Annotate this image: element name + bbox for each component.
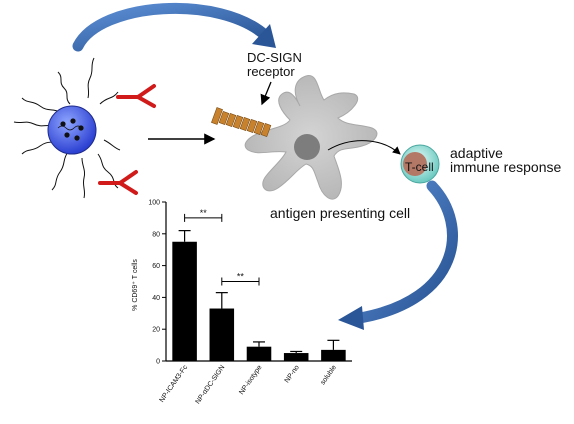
nanoparticle-core: [47, 105, 97, 155]
x-tick-label: soluble: [320, 364, 339, 386]
y-tick-label: 0: [156, 359, 160, 366]
cell-nucleus: [294, 134, 320, 160]
antigen-presenting-cell: [244, 75, 378, 200]
adaptive-label-line1: adaptive: [450, 145, 503, 161]
y-tick-label: 60: [152, 263, 160, 270]
bar-1: [209, 308, 235, 361]
top-curved-arrow: [72, 2, 276, 52]
cd69-bar-chart: % CD69⁺ T cells 0 20 40 60 80 100 ** ** NP-ICA…: [132, 200, 352, 406]
y-tick-label: 20: [152, 327, 160, 334]
receptor-pointer-arrow: [260, 81, 272, 106]
y-axis-label: % CD69⁺ T cells: [132, 259, 139, 311]
bar-0: [172, 241, 197, 361]
x-tick-label: NP-isotype: [238, 364, 263, 396]
bar-4: [321, 349, 346, 361]
apc-label: antigen presenting cell: [270, 205, 410, 221]
bar-2: [246, 346, 272, 361]
presentation-arrow: [327, 140, 401, 155]
receptor-label-line2: receptor: [247, 64, 295, 79]
t-cell: T-cell: [400, 144, 440, 184]
adaptive-label-line2: immune response: [450, 159, 561, 175]
bars: [172, 241, 346, 361]
significance-label: **: [237, 272, 245, 282]
receptor-label-line1: DC-SIGN: [247, 50, 302, 65]
error-bars: [178, 230, 340, 354]
tcell-label: T-cell: [405, 160, 434, 174]
antibody-icon-bottom: [98, 170, 138, 195]
y-tick-label: 80: [152, 231, 160, 238]
significance-label: **: [200, 208, 208, 218]
y-ticks: 0 20 40 60 80 100: [148, 200, 166, 366]
y-tick-label: 100: [148, 200, 160, 207]
significance-markers: ** **: [184, 208, 260, 286]
x-tick-label: NP-ICAM3-Fc: [159, 364, 190, 404]
dc-sign-receptor: [211, 107, 272, 138]
y-tick-label: 40: [152, 295, 160, 302]
nanoparticle-group: [13, 57, 156, 199]
x-tick-label: NP-αDC-SIGN: [195, 364, 227, 405]
return-curved-arrow: [338, 180, 458, 330]
bar-3: [283, 353, 309, 361]
x-tick-label: NP-no: [284, 364, 301, 384]
antibody-icon-top: [116, 84, 156, 108]
